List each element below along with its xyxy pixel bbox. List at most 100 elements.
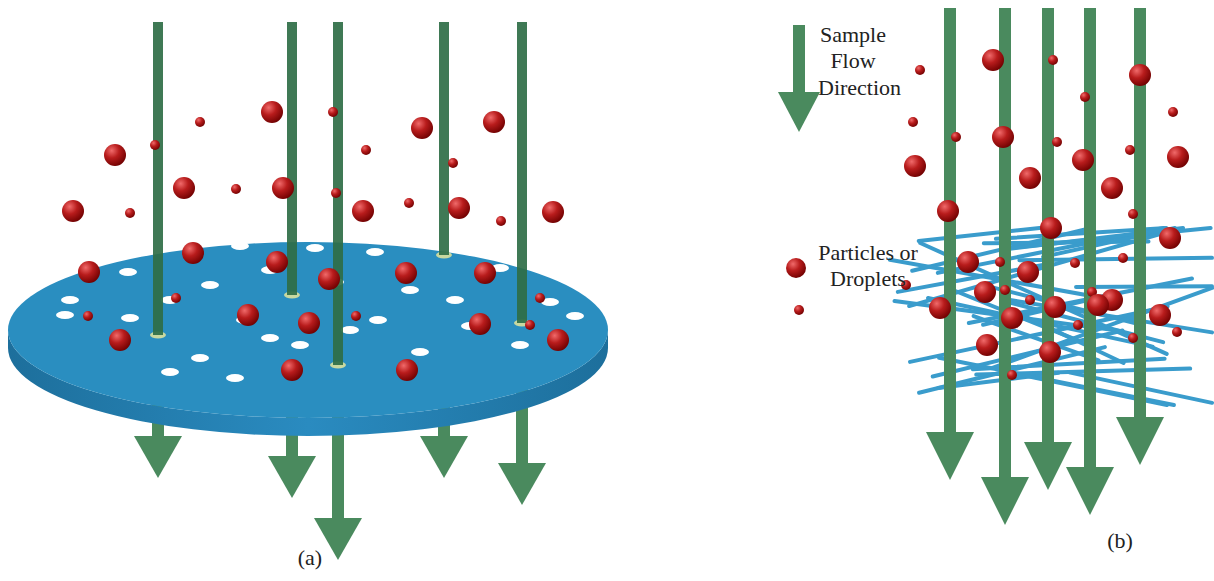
flow-line — [439, 22, 449, 255]
flow-arrow — [1084, 8, 1096, 469]
legend-samples — [778, 25, 820, 315]
particle — [237, 304, 259, 326]
particle — [957, 251, 979, 273]
flow-arrow — [1024, 442, 1072, 490]
particle — [404, 198, 414, 208]
particle — [328, 107, 338, 117]
flow-arrow — [498, 463, 546, 505]
particle — [266, 251, 288, 273]
particle — [150, 140, 160, 150]
pore — [161, 368, 179, 376]
particle — [1168, 107, 1178, 117]
flow-arrow — [981, 477, 1029, 525]
particle — [1017, 261, 1039, 283]
particle — [125, 208, 135, 218]
pore — [56, 311, 74, 319]
particle — [352, 200, 374, 222]
particle — [1052, 137, 1062, 147]
particle — [182, 242, 204, 264]
fiber — [919, 228, 1040, 241]
flow-line — [287, 22, 297, 295]
pore — [446, 296, 464, 304]
particle — [1048, 55, 1058, 65]
pore — [401, 286, 419, 294]
flow-arrow — [268, 456, 316, 498]
particle — [411, 117, 433, 139]
particle — [1039, 341, 1061, 363]
particle — [1080, 92, 1090, 102]
pore — [566, 312, 584, 320]
particle — [195, 117, 205, 127]
flow-line — [517, 22, 527, 323]
particle — [1128, 209, 1138, 219]
particle — [1072, 149, 1094, 171]
flow-arrow — [134, 436, 182, 478]
particle — [1129, 64, 1151, 86]
particle — [78, 261, 100, 283]
flow-lines-a — [153, 22, 527, 365]
pore — [511, 341, 529, 349]
particle — [448, 158, 458, 168]
particle — [261, 101, 283, 123]
pore — [291, 341, 309, 349]
flow-arrows-b — [926, 8, 1164, 525]
particle — [318, 268, 340, 290]
particle — [1167, 146, 1189, 168]
particle — [974, 281, 996, 303]
fiber — [1010, 228, 1183, 249]
flow-arrow — [999, 8, 1011, 479]
membrane-pores — [56, 242, 584, 382]
particle — [469, 313, 491, 335]
particle — [1149, 304, 1171, 326]
particle — [474, 262, 496, 284]
particle — [298, 312, 320, 334]
particle — [395, 262, 417, 284]
particle — [62, 200, 84, 222]
pore — [226, 374, 244, 382]
particle — [1172, 327, 1182, 337]
flow-line — [153, 22, 163, 335]
particle — [937, 200, 959, 222]
flow-arrow — [1116, 417, 1164, 465]
pore — [306, 244, 324, 252]
particle — [1025, 295, 1035, 305]
pore — [191, 354, 209, 362]
pore — [201, 281, 219, 289]
flow-arrow — [926, 432, 974, 480]
pore — [261, 334, 279, 342]
particle — [231, 184, 241, 194]
particle — [1000, 285, 1010, 295]
particle — [173, 177, 195, 199]
particles — [62, 49, 1189, 381]
pore — [341, 326, 359, 334]
particle — [1044, 296, 1066, 318]
particle — [992, 126, 1014, 148]
particle — [1087, 294, 1109, 316]
particle — [1073, 320, 1083, 330]
particle — [535, 293, 545, 303]
panel-label: (b) — [1107, 528, 1133, 554]
fiber — [992, 288, 1212, 368]
particle — [104, 144, 126, 166]
pore — [61, 296, 79, 304]
particle — [929, 297, 951, 319]
particle — [995, 257, 1005, 267]
particle — [281, 359, 303, 381]
particle — [1125, 145, 1135, 155]
particle — [1159, 227, 1181, 249]
particle — [1128, 333, 1138, 343]
particle — [109, 329, 131, 351]
particle — [908, 117, 918, 127]
particle — [915, 65, 925, 75]
particle — [1007, 370, 1017, 380]
particle — [1118, 253, 1128, 263]
particle — [361, 145, 371, 155]
flow-arrow — [420, 436, 468, 478]
legend-text: Sample Flow Direction — [818, 22, 888, 101]
particle — [1101, 177, 1123, 199]
pore — [366, 248, 384, 256]
particle — [951, 132, 961, 142]
particle — [525, 320, 535, 330]
particle — [547, 329, 569, 351]
